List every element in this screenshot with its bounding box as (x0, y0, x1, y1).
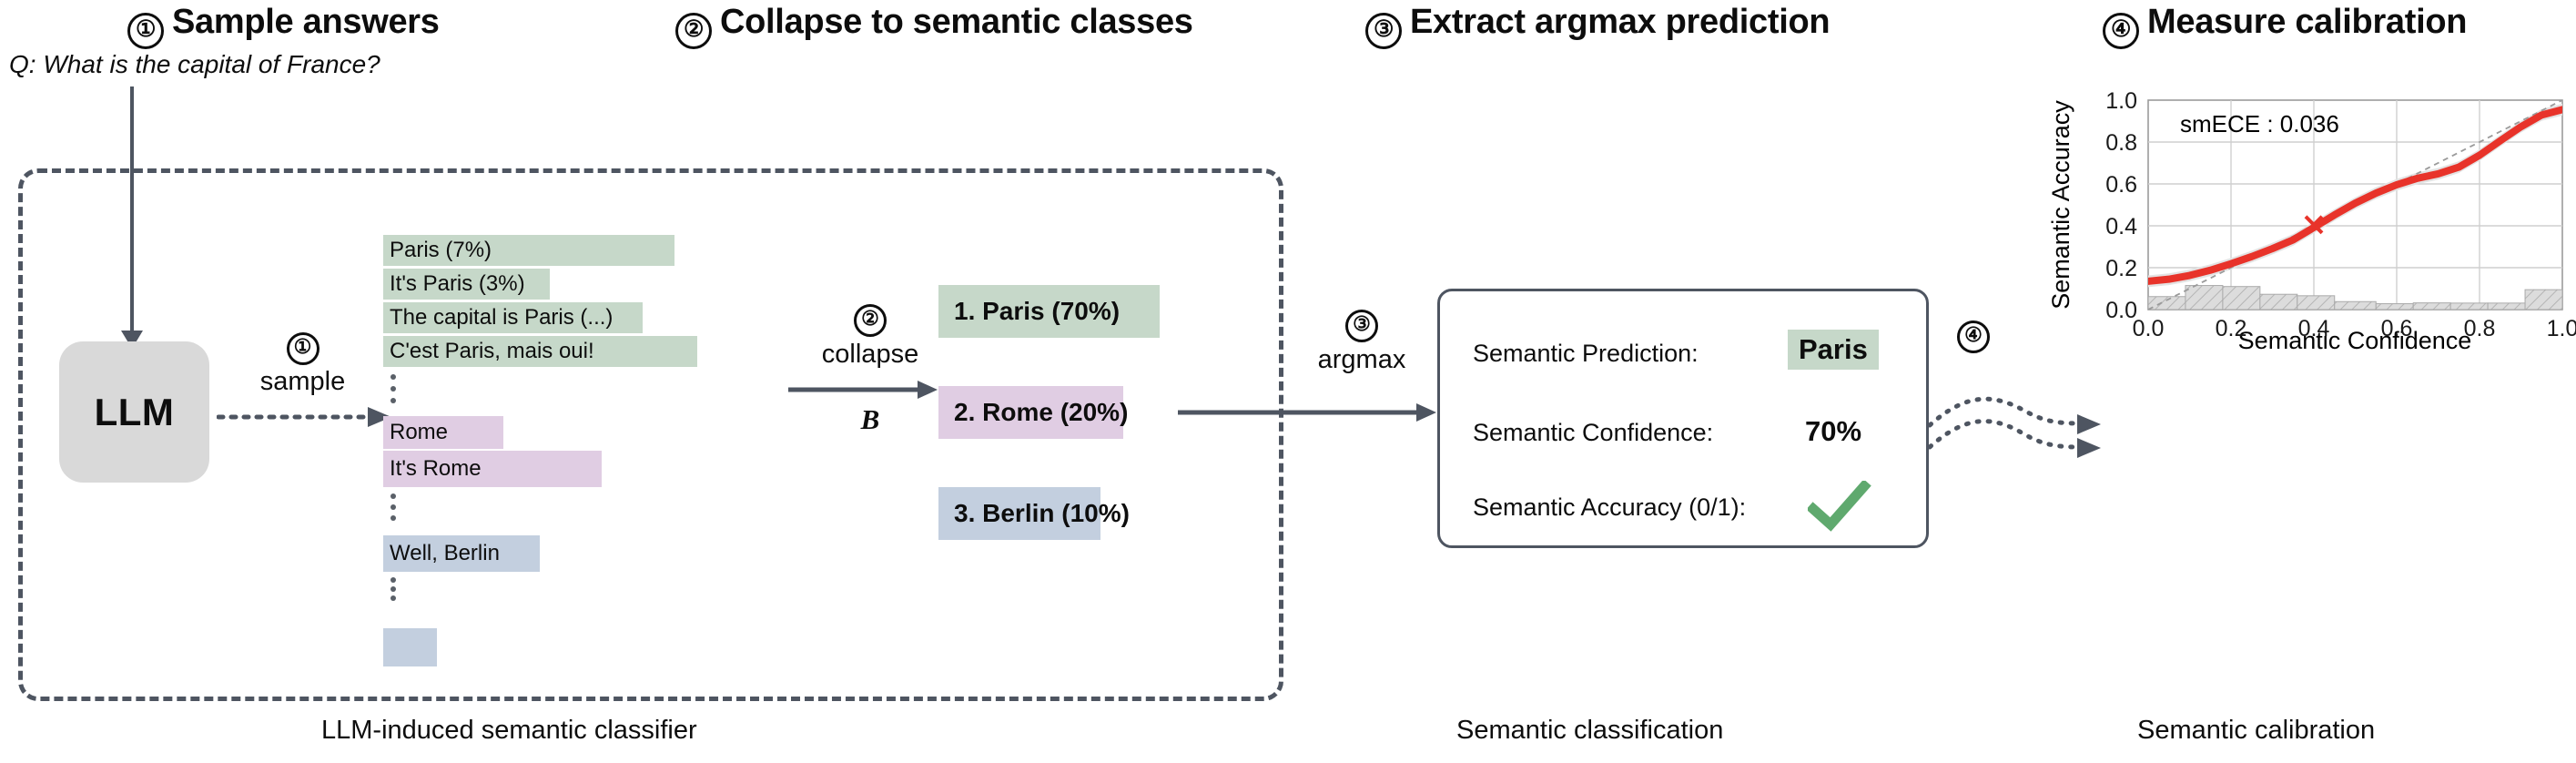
chart-ytick-label: 0.4 (2105, 214, 2137, 239)
semantic-class-box: 3. Berlin (10%) (938, 487, 1130, 540)
chart-gridlines (2148, 100, 2562, 310)
sample-bar-label: Well, Berlin (390, 541, 500, 565)
sample-step-group: ① sample (218, 332, 387, 397)
semantic-prediction-value: Paris (1788, 330, 1879, 370)
semantic-confidence-value: 70% (1805, 415, 1862, 447)
semantic-accuracy-label: Semantic Accuracy (0/1): (1473, 493, 1747, 521)
circled-number-1-icon: ① (127, 13, 164, 49)
measure-calibration-arrows (1927, 396, 2101, 458)
sample-bar: The capital is Paris (...) (383, 302, 643, 333)
chart-confidence-band (2148, 103, 2562, 288)
chart-ytick-label: 0.8 (2105, 130, 2137, 156)
sample-bar: Paris (7%) (383, 235, 674, 266)
llm-induced-classifier-box (18, 168, 1283, 701)
sample-label: sample (259, 367, 346, 396)
sample-arrow (217, 407, 391, 427)
chart-ytick-label: 0.6 (2105, 172, 2137, 198)
question-to-llm-arrow (121, 86, 143, 349)
llm-box: LLM (59, 341, 209, 483)
sample-bar: It's Rome (383, 451, 602, 487)
circled-number-1-small-icon: ① (218, 332, 387, 365)
semantic-class-box: 2. Rome (20%) (938, 386, 1128, 439)
semantic-classification-panel: Semantic Prediction: Paris Semantic Conf… (1437, 289, 1929, 548)
caption-calibration: Semantic calibration (2137, 716, 2376, 745)
chart-xtick-label: 0.2 (2216, 316, 2247, 341)
semantic-class-label: 2. Rome (20%) (954, 398, 1129, 426)
llm-label: LLM (94, 390, 175, 433)
sample-bar (383, 628, 437, 666)
circled-number-2-small-icon: ② (797, 304, 943, 337)
vertical-ellipsis-icon (386, 493, 401, 521)
chart-ytick-label: 1.0 (2105, 88, 2137, 114)
sample-bar-label: Rome (390, 420, 449, 444)
step-header-3-label: Extract argmax prediction (1410, 3, 1831, 41)
collapse-operator-label: B (860, 403, 880, 435)
caption-classification: Semantic classification (1456, 716, 1724, 745)
chart-smece-annotation: smECE : 0.036 (2180, 110, 2339, 137)
circled-number-4-icon: ④ (2103, 13, 2139, 49)
chart-xtick-label: 0.0 (2133, 316, 2165, 341)
question-text: Q: What is the capital of France? (9, 50, 380, 78)
step-header-2-label: Collapse to semantic classes (720, 3, 1193, 41)
argmax-step-group: ③ argmax (1289, 310, 1435, 375)
step-header-4-label: Measure calibration (2147, 3, 2468, 41)
circled-number-3-small-icon: ③ (1289, 310, 1435, 342)
calibration-chart: Semantic Accuracy Semantic Confidence 0.… (2047, 88, 2576, 354)
collapse-arrow (788, 381, 938, 399)
semantic-class-box: 1. Paris (70%) (938, 285, 1160, 338)
sample-bar: C'est Paris, mais oui! (383, 336, 697, 367)
circled-number-3-icon: ③ (1365, 13, 1402, 49)
sample-bar-label: C'est Paris, mais oui! (390, 339, 594, 363)
chart-ytick-label: 0.0 (2105, 298, 2137, 323)
semantic-confidence-label: Semantic Confidence: (1473, 419, 1714, 446)
chart-ytick-labels: 0.0 0.2 0.4 0.6 0.8 1.0 (2105, 88, 2137, 323)
chart-xtick-label: 0.8 (2464, 316, 2496, 341)
sample-bar: Rome (383, 416, 503, 449)
collapse-step-group: ② collapse (797, 304, 943, 370)
sample-bar-label: It's Rome (390, 456, 482, 481)
chart-ytick-label: 0.2 (2105, 256, 2137, 281)
chart-xtick-labels: 0.0 0.2 0.4 0.6 0.8 1.0 (2133, 316, 2576, 341)
chart-xtick-label: 0.6 (2381, 316, 2413, 341)
sample-bar-label: Paris (7%) (390, 238, 492, 262)
vertical-ellipsis-icon (386, 374, 401, 403)
collapse-label: collapse (821, 340, 919, 369)
semantic-class-label: 3. Berlin (10%) (954, 499, 1130, 527)
argmax-label: argmax (1317, 345, 1406, 374)
sample-bar: It's Paris (3%) (383, 269, 550, 300)
checkmark-icon (1808, 481, 1871, 532)
chart-xtick-label: 0.4 (2298, 316, 2330, 341)
chart-histogram (2148, 285, 2562, 310)
sample-bar-label: The capital is Paris (...) (390, 305, 614, 330)
chart-xtick-label: 1.0 (2547, 316, 2576, 341)
circled-number-4-small-icon: ④ (1957, 320, 1990, 353)
sample-bar-label: It's Paris (3%) (390, 271, 525, 296)
chart-example-marker (2304, 215, 2324, 235)
chart-xlabel: Semantic Confidence (2238, 327, 2472, 354)
semantic-prediction-label: Semantic Prediction: (1473, 340, 1699, 367)
sample-bar: Well, Berlin (383, 535, 540, 572)
caption-classifier: LLM-induced semantic classifier (321, 716, 697, 745)
argmax-arrow (1178, 403, 1436, 422)
step-header-1-label: Sample answers (172, 3, 440, 41)
chart-ylabel: Semantic Accuracy (2047, 100, 2074, 310)
vertical-ellipsis-icon (386, 577, 401, 601)
chart-calibration-curve (2148, 106, 2562, 285)
circled-number-2-icon: ② (675, 13, 712, 49)
semantic-class-label: 1. Paris (70%) (954, 297, 1121, 325)
